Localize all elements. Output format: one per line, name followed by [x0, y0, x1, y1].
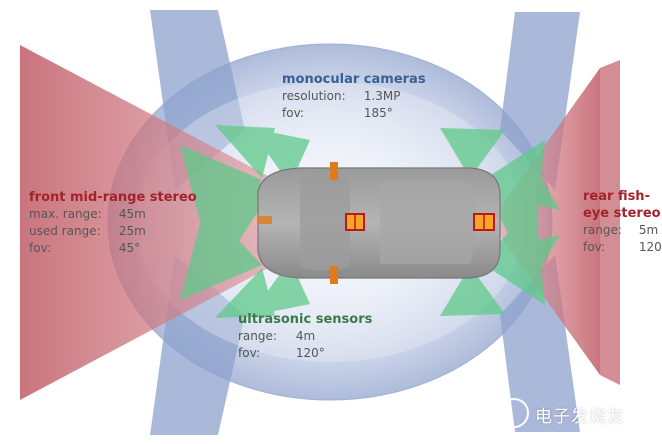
front-stereo-max-range-key: max. range: [29, 207, 102, 221]
front-stereo-used-range-row: used range: 25m [29, 223, 197, 240]
rear-fisheye-title-line2: eye stereo [583, 206, 661, 221]
front-stereo-max-range-row: max. range: 45m [29, 206, 197, 223]
ultrasonic-range-value: 4m [295, 329, 316, 343]
monocular-resolution-value: 1.3MP [363, 89, 401, 103]
front-stereo-fov-row: fov: 45° [29, 240, 197, 257]
ultrasonic-fov-value: 120° [295, 346, 325, 360]
rear-fisheye-fov-key: fov: [583, 240, 606, 254]
watermark: 电子发烧友 [495, 396, 645, 430]
rear-stereo-camera [473, 213, 495, 231]
front-stereo-label: front mid-range stereo max. range: 45m u… [29, 189, 197, 257]
front-stereo-coverage [20, 45, 355, 400]
monocular-resolution-row: resolution: 1.3MP [282, 88, 426, 105]
ultrasonic-range-key: range: [238, 329, 277, 343]
monocular-resolution-key: resolution: [282, 89, 346, 103]
ultrasonic-fov-row: fov: 120° [238, 345, 372, 362]
rear-fisheye-range-value: 5m [638, 223, 659, 237]
front-stereo-title: front mid-range stereo [29, 190, 197, 205]
rear-fisheye-coverage [490, 60, 620, 385]
front-stereo-max-range-value: 45m [118, 207, 146, 221]
ultrasonic-sensors-title: ultrasonic sensors [238, 312, 373, 327]
watermark-text: 电子发烧友 [535, 407, 625, 427]
front-stereo-fov-value: 45° [118, 241, 141, 255]
monocular-cameras-label: monocular cameras resolution: 1.3MP fov:… [282, 71, 426, 122]
car-body [257, 162, 501, 284]
side-camera-top [330, 162, 338, 180]
monocular-fov-key: fov: [282, 106, 305, 120]
monocular-cameras-title: monocular cameras [282, 72, 426, 87]
ultrasonic-fov-key: fov: [238, 346, 261, 360]
rear-fisheye-range-key: range: [583, 223, 622, 237]
front-stereo-fov-key: fov: [29, 241, 52, 255]
front-stereo-used-range-value: 25m [118, 224, 146, 238]
monocular-fov-value: 185° [363, 106, 393, 120]
monocular-fov-row: fov: 185° [282, 105, 426, 122]
side-camera-bottom [330, 266, 338, 284]
rear-fisheye-fov-value: 120 [638, 240, 662, 254]
front-stereo-camera [345, 213, 365, 231]
rear-fisheye-fov-row: fov: 120 [583, 239, 662, 256]
rear-fisheye-label: rear fish- eye stereo range: 5m fov: 120 [583, 188, 662, 256]
rear-fisheye-title-line1: rear fish- [583, 189, 650, 204]
front-camera [258, 216, 272, 224]
ultrasonic-sensors-label: ultrasonic sensors range: 4m fov: 120° [238, 311, 372, 362]
front-stereo-used-range-key: used range: [29, 224, 101, 238]
rear-fisheye-range-row: range: 5m [583, 222, 662, 239]
ultrasonic-range-row: range: 4m [238, 328, 372, 345]
watermark-logo-icon [499, 398, 529, 428]
